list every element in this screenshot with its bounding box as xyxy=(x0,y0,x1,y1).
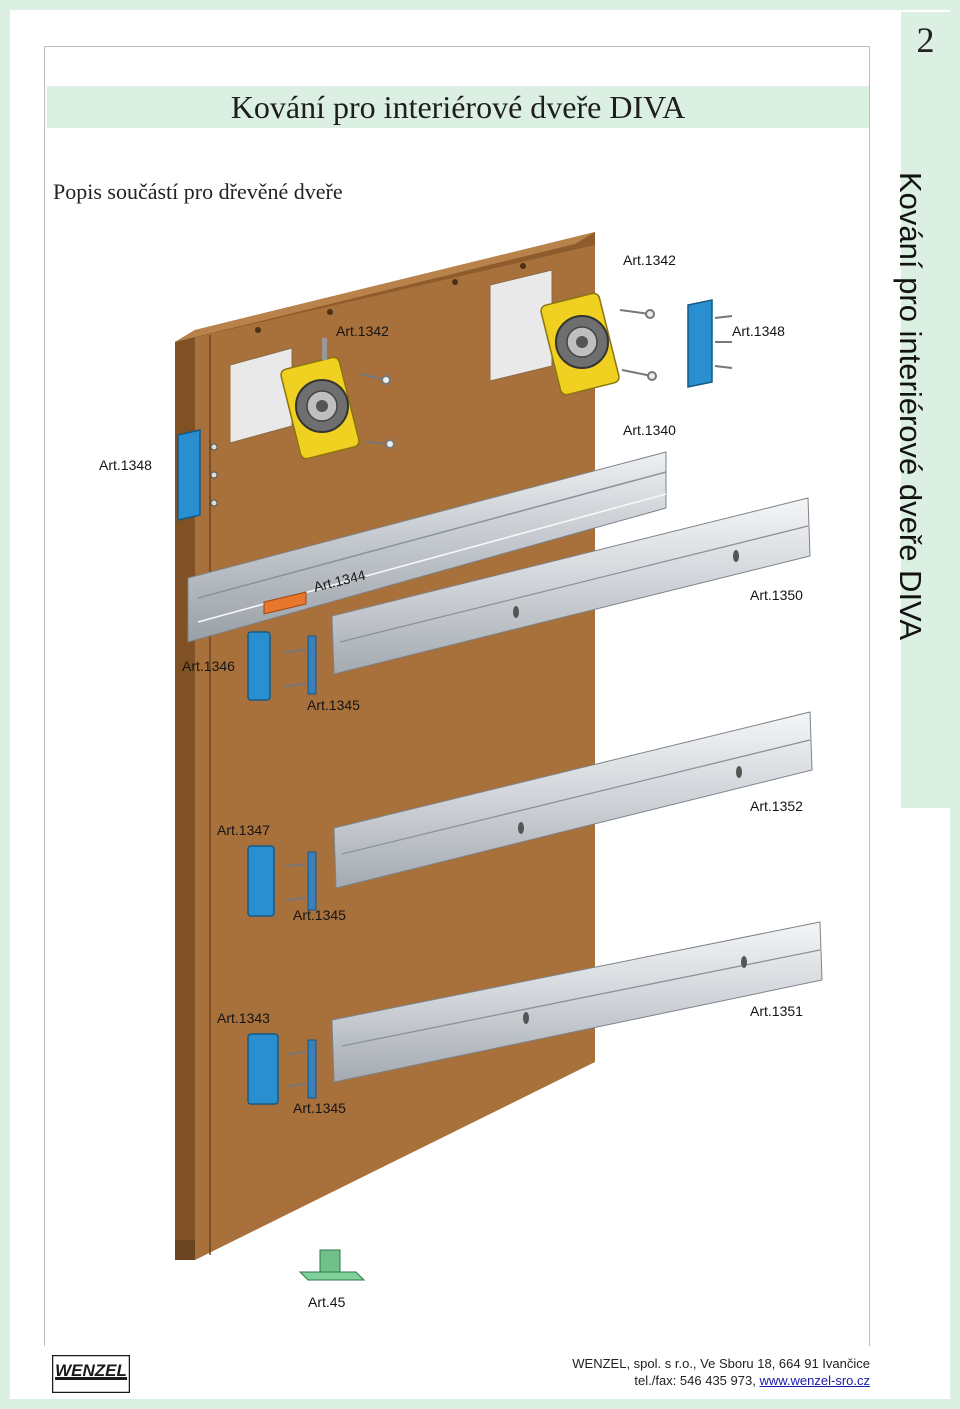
wenzel-logo: WENZEL xyxy=(52,1355,130,1393)
side-title: Kování pro interiérové dveře DIVA xyxy=(893,172,928,641)
guide-art1347 xyxy=(247,845,317,917)
door-panel xyxy=(175,232,595,1260)
label-art1350: Art.1350 xyxy=(750,587,803,603)
label-art1346: Art.1346 xyxy=(182,658,235,674)
label-art1348-left: Art.1348 xyxy=(99,457,152,473)
page-subtitle: Popis součástí pro dřevěné dveře xyxy=(53,179,343,204)
guide-art1343 xyxy=(247,1033,317,1105)
label-art1351: Art.1351 xyxy=(750,1003,803,1019)
label-art1343: Art.1343 xyxy=(217,1010,270,1026)
label-art1345-c: Art.1345 xyxy=(293,1100,346,1116)
stopper-art1344 xyxy=(263,591,307,615)
rail-art1351 xyxy=(331,921,823,1083)
floor-guide-art45 xyxy=(298,1249,366,1281)
label-art1347: Art.1347 xyxy=(217,822,270,838)
clip-art1348-right xyxy=(687,299,733,388)
rail-art1350 xyxy=(331,497,811,675)
side-tab xyxy=(901,12,950,808)
label-art1352: Art.1352 xyxy=(750,798,803,814)
website-link[interactable]: www.wenzel-sro.cz xyxy=(759,1373,870,1388)
rail-art1352 xyxy=(333,711,813,889)
logo-text: WENZEL xyxy=(55,1361,127,1380)
page-title: Kování pro interiérové dveře DIVA xyxy=(230,89,686,125)
label-art1340: Art.1340 xyxy=(623,422,676,438)
assembly-diagram: Art.1342 Art.1342 Art.1348 Art.1348 Art.… xyxy=(99,232,823,1310)
title-band xyxy=(47,86,869,128)
footer-phone: tel./fax: 546 435 973, xyxy=(634,1373,756,1388)
carriage-right xyxy=(540,292,620,396)
guide-art1346 xyxy=(247,631,317,701)
footer-contact: tel./fax: 546 435 973, www.wenzel-sro.cz xyxy=(634,1373,870,1389)
label-art1342-left: Art.1342 xyxy=(336,323,389,339)
footer-address: WENZEL, spol. s r.o., Ve Sboru 18, 664 9… xyxy=(572,1356,870,1371)
label-art1348-right: Art.1348 xyxy=(732,323,785,339)
content-frame xyxy=(44,46,870,1346)
label-art1345-a: Art.1345 xyxy=(307,697,360,713)
page-number: 2 xyxy=(916,20,935,60)
label-art45: Art.45 xyxy=(308,1294,346,1310)
carriage-left xyxy=(280,338,360,460)
label-art1345-b: Art.1345 xyxy=(293,907,346,923)
clip-art1348-left xyxy=(177,429,218,521)
label-art1342-top: Art.1342 xyxy=(623,252,676,268)
carriage-screws xyxy=(359,309,657,449)
